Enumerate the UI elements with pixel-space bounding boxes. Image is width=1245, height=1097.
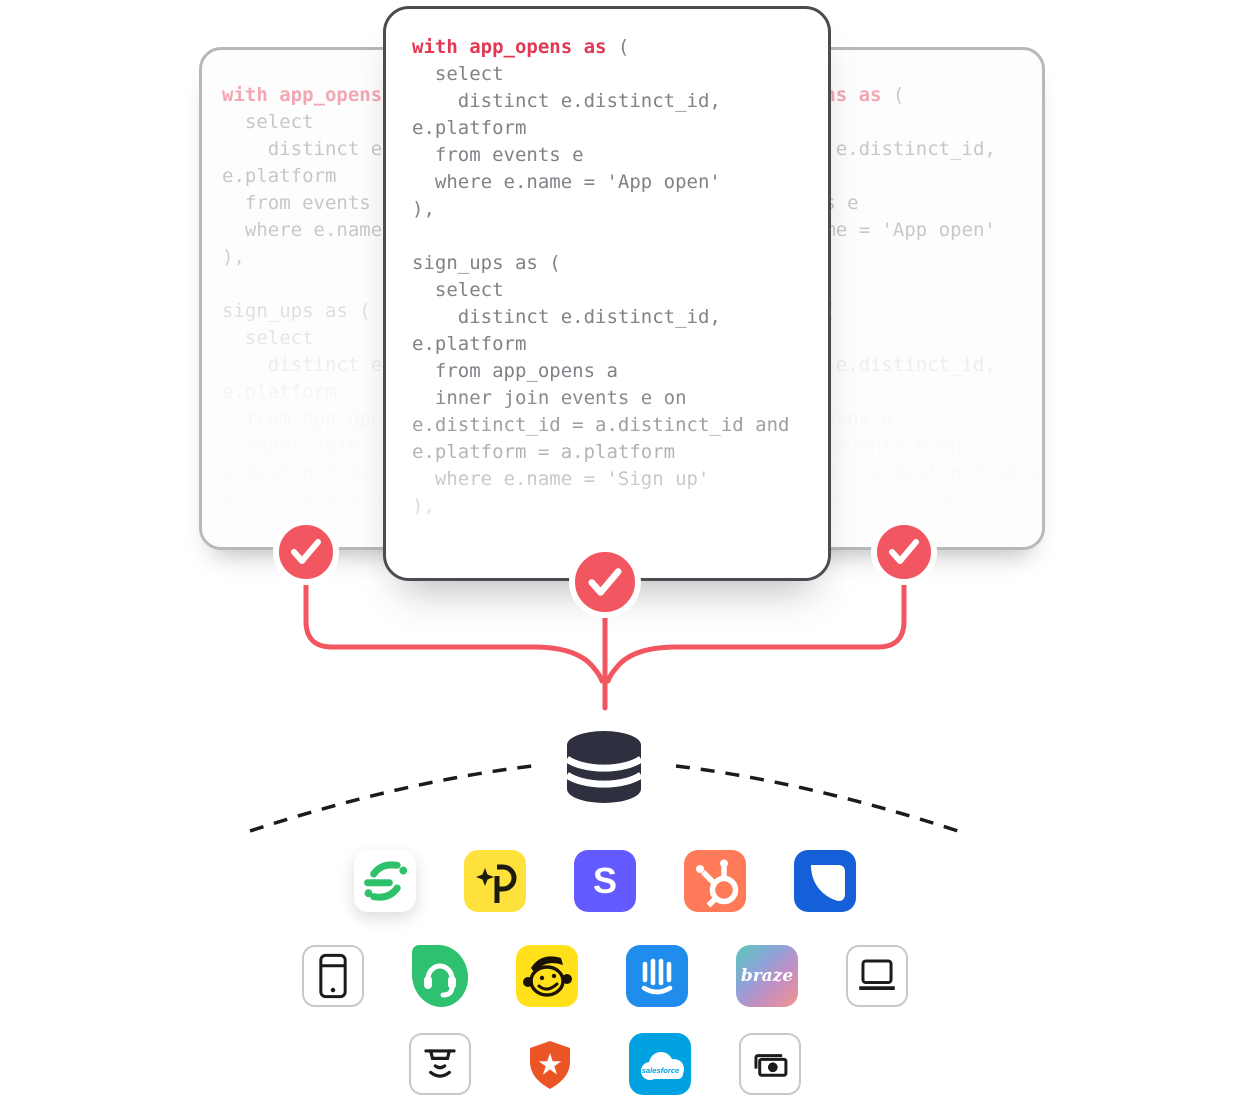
sql-code-main: with app_opens as ( select distinct e.di… bbox=[412, 36, 790, 517]
braze-logo-icon: braze bbox=[736, 945, 798, 1007]
check-badge-center bbox=[569, 546, 641, 618]
database-icon bbox=[564, 731, 644, 803]
pendo-glyph bbox=[476, 864, 517, 903]
stripe-logo-icon: S bbox=[574, 850, 636, 912]
checkmark-icon bbox=[291, 539, 321, 564]
sensor-glyph bbox=[424, 1049, 456, 1078]
banknote-glyph bbox=[754, 1054, 788, 1077]
integration-logo-row-1: S bbox=[354, 850, 856, 912]
phone-glyph bbox=[319, 953, 347, 999]
freshdesk-logo-icon bbox=[412, 945, 468, 1007]
hubspot-sprocket-glyph bbox=[696, 859, 739, 908]
checkmark-icon bbox=[889, 539, 919, 564]
mobile-phone-icon bbox=[302, 945, 364, 1007]
mailchimp-freddie-glyph bbox=[523, 956, 572, 997]
salesforce-wordmark: salesforce bbox=[642, 1066, 680, 1075]
code-card-main: with app_opens as ( select distinct e.di… bbox=[383, 6, 831, 581]
check-badge-left bbox=[273, 519, 339, 585]
auth0-logo-icon bbox=[519, 1033, 581, 1095]
integration-logo-row-3: salesforce bbox=[409, 1033, 801, 1095]
braze-wordmark: braze bbox=[740, 966, 794, 986]
check-badge-right bbox=[871, 519, 937, 585]
cash-icon bbox=[739, 1033, 801, 1095]
laptop-glyph bbox=[859, 959, 895, 991]
headset-glyph bbox=[424, 963, 456, 998]
integration-logo-row-2: braze bbox=[302, 945, 908, 1007]
intercom-logo-icon bbox=[626, 945, 688, 1007]
segment-glyph bbox=[364, 861, 408, 901]
auth0-shield-glyph bbox=[530, 1041, 570, 1089]
hubspot-logo-icon bbox=[684, 850, 746, 912]
pendo-logo-icon bbox=[464, 850, 526, 912]
segment-logo-icon bbox=[354, 850, 416, 912]
stripe-letter: S bbox=[592, 860, 617, 901]
checkmark-icon bbox=[588, 567, 622, 596]
mailchimp-logo-icon bbox=[516, 945, 578, 1007]
salesforce-logo-icon: salesforce bbox=[629, 1033, 691, 1095]
blue-quarter-sail-logo-icon bbox=[794, 850, 856, 912]
salesforce-cloud-glyph: salesforce bbox=[641, 1052, 684, 1080]
quarter-sail-glyph bbox=[810, 865, 845, 901]
iot-sensor-icon bbox=[409, 1033, 471, 1095]
intercom-glyph bbox=[641, 958, 673, 995]
laptop-icon bbox=[846, 945, 908, 1007]
